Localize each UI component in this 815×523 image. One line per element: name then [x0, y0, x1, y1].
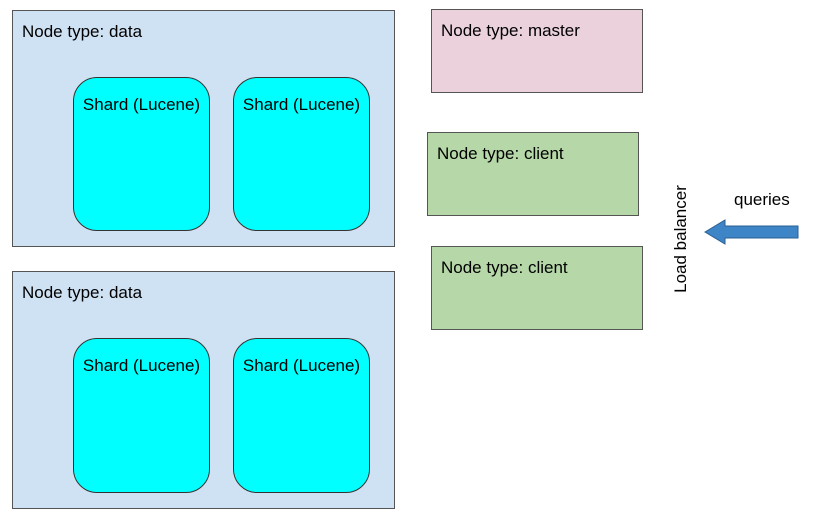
shard-2-2: Shard (Lucene)	[233, 338, 370, 493]
data-node-2: Node type: data Shard (Lucene) Shard (Lu…	[12, 271, 395, 509]
queries-arrow-icon	[704, 219, 799, 245]
shard-2-1: Shard (Lucene)	[73, 338, 210, 493]
shard-1-1: Shard (Lucene)	[73, 77, 210, 231]
master-node-label: Node type: master	[441, 21, 580, 40]
master-node: Node type: master	[431, 9, 643, 93]
client-node-1: Node type: client	[427, 132, 639, 216]
shard-2-2-label: Shard (Lucene)	[242, 356, 361, 375]
shard-1-1-label: Shard (Lucene)	[82, 95, 201, 114]
data-node-1-label: Node type: data	[22, 22, 143, 41]
client-node-1-label: Node type: client	[437, 144, 564, 163]
client-node-2-label: Node type: client	[441, 258, 568, 277]
shard-1-2: Shard (Lucene)	[233, 77, 370, 231]
data-node-1: Node type: data Shard (Lucene) Shard (Lu…	[12, 10, 395, 247]
load-balancer-label: Load balancer	[671, 185, 690, 293]
client-node-2: Node type: client	[431, 246, 643, 330]
data-node-2-label: Node type: data	[22, 283, 143, 302]
shard-2-1-label: Shard (Lucene)	[82, 356, 201, 375]
shard-1-2-label: Shard (Lucene)	[242, 95, 361, 114]
queries-label: queries	[734, 190, 790, 209]
